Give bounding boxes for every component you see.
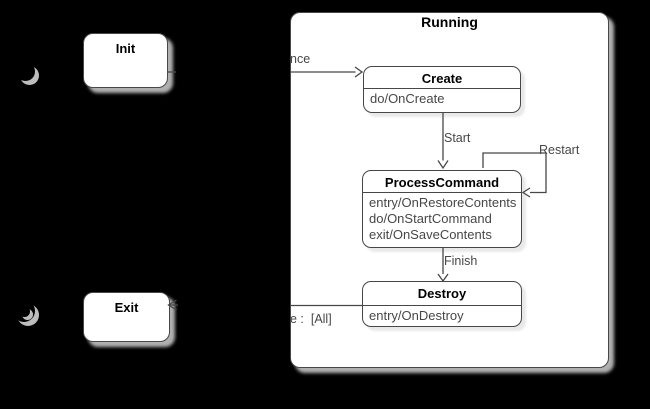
transition-label-restart: Restart bbox=[539, 143, 580, 157]
state-create-title: Create bbox=[421, 71, 463, 86]
state-process-title-row: ProcessCommand bbox=[363, 171, 521, 193]
state-init-title: Init bbox=[115, 41, 136, 56]
transition-label-finish: Finish bbox=[444, 254, 478, 268]
transition-label-instance-fragment: nce bbox=[290, 52, 311, 66]
state-exit: Exit bbox=[83, 292, 170, 342]
transition-label-start: Start bbox=[444, 131, 471, 145]
state-create: Create do/OnCreate bbox=[363, 66, 521, 113]
marker-core-circle bbox=[16, 62, 35, 81]
state-process-title: ProcessCommand bbox=[384, 175, 500, 190]
transition-label-exit-fragment: e : [All] bbox=[290, 312, 332, 326]
state-destroy: Destroy entry/OnDestroy bbox=[362, 281, 522, 327]
state-process-actions: entry/OnRestoreContents do/OnStartComman… bbox=[363, 193, 521, 243]
state-action-line: entry/OnDestroy bbox=[369, 308, 464, 323]
state-process-command: ProcessCommand entry/OnRestoreContents d… bbox=[362, 170, 522, 248]
state-create-actions: do/OnCreate bbox=[364, 89, 520, 107]
state-action-line: exit/OnSaveContents bbox=[369, 227, 492, 242]
state-action-line: do/OnStartCommand bbox=[369, 211, 492, 226]
state-destroy-title: Destroy bbox=[417, 286, 467, 301]
state-destroy-actions: entry/OnDestroy bbox=[363, 306, 521, 324]
composite-state-title: Running bbox=[421, 14, 478, 30]
initial-state-marker-icon bbox=[16, 62, 40, 86]
state-exit-title: Exit bbox=[114, 300, 139, 315]
state-action-line: entry/OnRestoreContents bbox=[369, 195, 517, 210]
state-action-line: do/OnCreate bbox=[370, 91, 445, 106]
state-create-title-row: Create bbox=[364, 67, 520, 89]
state-destroy-title-row: Destroy bbox=[363, 282, 521, 306]
marker-inner-core-circle bbox=[18, 305, 30, 317]
final-state-marker-icon bbox=[13, 300, 41, 328]
state-init: Init bbox=[83, 33, 168, 88]
